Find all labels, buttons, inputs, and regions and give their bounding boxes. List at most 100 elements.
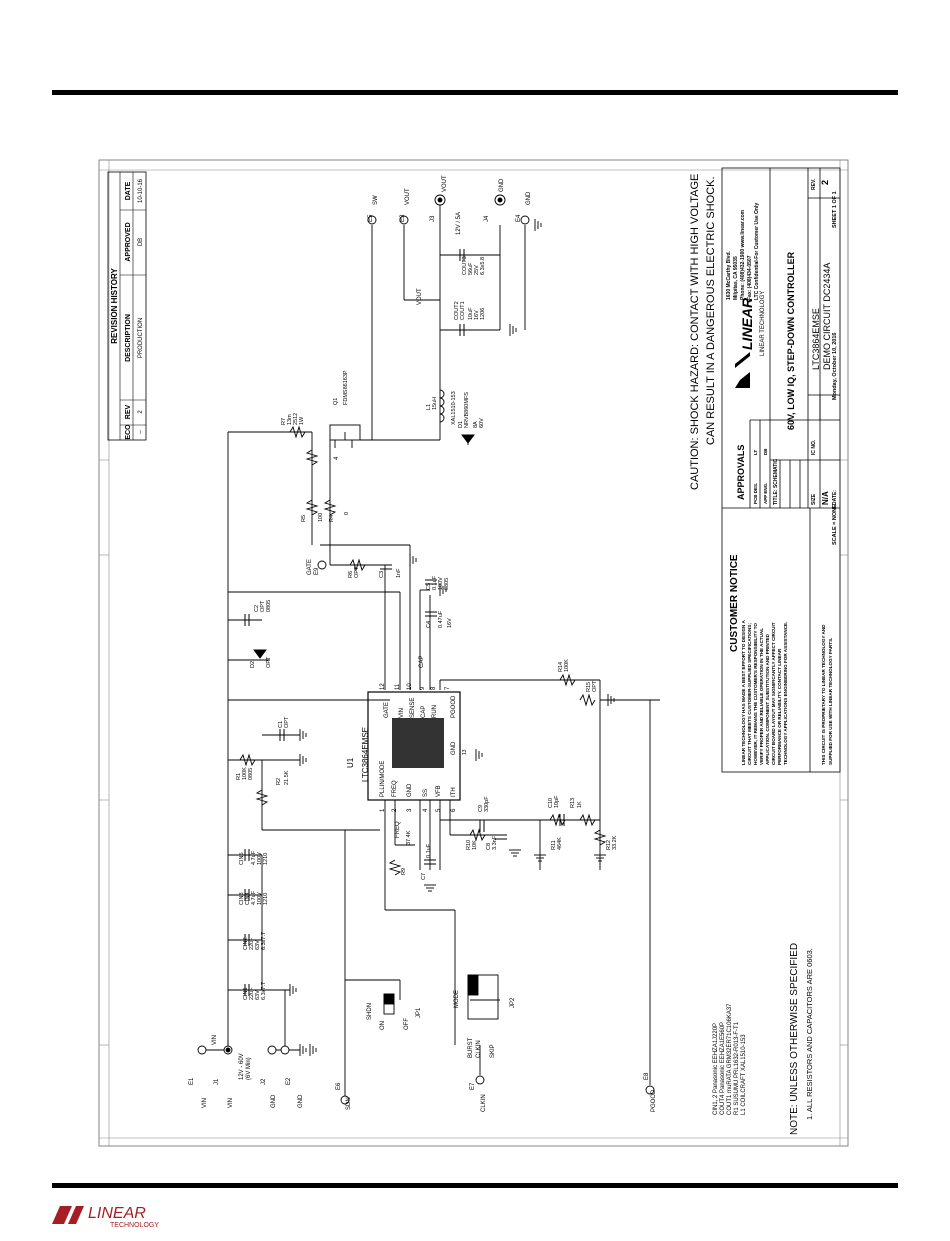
approvals-pcb-value: LT xyxy=(753,450,758,455)
label-j3: J3 xyxy=(430,215,436,222)
label-j4-net: GND xyxy=(499,178,505,192)
logo-company: LINEAR TECHNOLOGY xyxy=(760,291,766,356)
c7-label: C7 0.1uF xyxy=(421,843,432,880)
jp1-off: OFF xyxy=(404,1018,410,1030)
svg-text:L1: L1 xyxy=(426,404,432,410)
svg-text:16V: 16V xyxy=(447,618,453,628)
cin5-label: CIN5 4.7uF 100V 1210 xyxy=(239,850,269,865)
ic-pin-num-1: 1 xyxy=(380,808,386,812)
rev-row-rev: 2 xyxy=(138,410,144,414)
address-line-1: 1630 McCarthy Blvd. xyxy=(726,250,732,300)
svg-text:C10: C10 xyxy=(548,798,554,808)
rev-label: REV. xyxy=(811,178,817,190)
jumpers xyxy=(383,974,499,1020)
title-label: TITLE: SCHEMATIC xyxy=(773,458,779,505)
notice-line-1: LINEAR TECHNOLOGY HAS MADE A BEST EFFORT… xyxy=(741,620,746,765)
bom-line-1: CIN1, 2 Panasonic EEHZA1J220P xyxy=(713,1023,719,1115)
svg-text:D2: D2 xyxy=(250,661,256,668)
svg-text:4.7uF: 4.7uF xyxy=(251,850,257,865)
c4-label: C4 0.47uF 16V xyxy=(426,610,453,628)
label-e8-net: PGOOD xyxy=(651,1089,657,1112)
cout3-label: COUT3 56uF 25V 6.3x5.8 xyxy=(462,256,486,275)
ic-label: IC NO. xyxy=(811,439,817,455)
label-e8: E8 xyxy=(644,1072,650,1080)
svg-text:56uF: 56uF xyxy=(468,262,474,275)
label-e7: E7 xyxy=(470,1082,476,1090)
net-label-vin: VIN xyxy=(212,1035,218,1045)
bottom-rule xyxy=(52,1183,898,1188)
svg-text:6.3x5.8: 6.3x5.8 xyxy=(480,257,486,275)
net-label-vout: VOUT xyxy=(417,288,423,305)
r1-label: R1 100K 0805 xyxy=(236,767,254,780)
ic-pin-num-8: 8 xyxy=(431,686,437,690)
svg-text:6.3x7.7: 6.3x7.7 xyxy=(261,932,267,950)
label-e7-net: CLKIN xyxy=(481,1094,487,1112)
svg-text:15uH: 15uH xyxy=(432,397,438,410)
rev-row-date: 10-10-16 xyxy=(138,178,144,203)
ic-pin-sense: SENSE xyxy=(410,698,416,718)
svg-text:10uF: 10uF xyxy=(468,307,474,320)
notice-line-7: PERFORMANCE OR RELIABILITY. CONTACT LINE… xyxy=(777,648,782,765)
q1-label: Q1 FDMS86163P xyxy=(333,370,349,405)
ic-pin-num-9: 9 xyxy=(420,686,426,690)
label-e3-net: VOUT xyxy=(405,188,411,205)
svg-text:4.7uF: 4.7uF xyxy=(251,890,257,905)
jumper-labels: SHDN ON OFF JP1 MODE BURST CLKIN SKIP JP… xyxy=(367,990,516,1058)
svg-text:33.2K: 33.2K xyxy=(612,835,618,850)
r2-label: R2 21.5K xyxy=(276,770,290,785)
svg-text:100K: 100K xyxy=(564,659,570,672)
svg-text:37.4K: 37.4K xyxy=(406,830,412,845)
scale: SCALE = NONE xyxy=(832,504,838,545)
label-j1-net: VIN xyxy=(228,1098,234,1108)
ic-pin-num-10: 10 xyxy=(407,683,413,690)
svg-text:0805: 0805 xyxy=(444,578,450,590)
svg-text:R15: R15 xyxy=(586,682,592,692)
date-label: DATE: xyxy=(832,490,838,505)
c8-label: C8 3.3nF xyxy=(486,835,498,850)
ic-pin-num-5: 5 xyxy=(436,808,442,812)
svg-text:COUT1: COUT1 xyxy=(460,301,466,320)
svg-text:1nF: 1nF xyxy=(396,568,402,578)
ic-pin-gnd: GND xyxy=(407,783,413,797)
size-value: N/A xyxy=(821,491,830,505)
terminal-labels: E1 VIN J1 VIN J2 GND E2 GND E6 SDN E7 CL… xyxy=(189,175,657,1112)
output-rating: 12V / 5A xyxy=(456,212,462,235)
notes-item-1: 1. ALL RESISTORS AND CAPACITORS ARE 0603… xyxy=(805,948,814,1120)
svg-text:OPT: OPT xyxy=(354,566,360,578)
resistor-symbols xyxy=(239,449,607,876)
sheet-border xyxy=(98,159,849,1147)
svg-text:NRVB860MFS: NRVB860MFS xyxy=(464,392,470,428)
ic-pin-cap: CAP xyxy=(421,706,427,718)
svg-text:OPT: OPT xyxy=(260,600,266,612)
label-j2: J2 xyxy=(261,1078,267,1085)
ic-pin-num-6: 6 xyxy=(451,808,457,812)
rev-row-approved: DB xyxy=(138,238,144,246)
svg-text:OPT: OPT xyxy=(266,656,272,668)
ic-pin-gate: GATE xyxy=(384,702,390,718)
svg-text:2512: 2512 xyxy=(293,413,299,425)
label-e4-net: GND xyxy=(526,191,532,205)
linear-logo: LINEAR LINEAR TECHNOLOGY xyxy=(735,291,766,388)
svg-text:FDMS86163P: FDMS86163P xyxy=(343,370,349,405)
svg-text:0.47uF: 0.47uF xyxy=(438,610,444,628)
ground-symbols xyxy=(289,219,615,1056)
svg-text:21.5K: 21.5K xyxy=(284,770,290,785)
rev-value: 2 xyxy=(820,180,830,185)
r14-label: R14 100K xyxy=(558,659,570,672)
notice-line-5: APPLICATION. COMPONENT SUBSTITUTION AND … xyxy=(765,633,770,765)
r4-label: R4 0 xyxy=(329,512,350,522)
svg-text:22uF: 22uF xyxy=(249,987,255,1000)
ic-pin-num-11: 11 xyxy=(395,683,401,690)
bom-line-3: COUT1 muRATA GRM32ER71C106KA37 xyxy=(727,1003,733,1115)
net-labels: VIN VOUT FREQ CAP 4 xyxy=(212,288,425,1045)
ic-pin-vfb: VFB xyxy=(436,785,442,797)
proprietary-line-2: SUPPLIED FOR USE WITH LINEAR TECHNOLOGY … xyxy=(828,638,833,765)
label-e4: E4 xyxy=(516,214,522,222)
power-stage-symbols xyxy=(253,389,475,659)
ic-value: LTC3864EMSE xyxy=(811,308,821,370)
c10-label: C10 10pF xyxy=(548,795,560,808)
r6-label: R6 OPT xyxy=(348,566,360,578)
svg-text:0.1uF: 0.1uF xyxy=(432,575,438,590)
svg-text:CIN4: CIN4 xyxy=(245,892,251,905)
jp2-clkin: CLKIN xyxy=(476,1040,482,1058)
